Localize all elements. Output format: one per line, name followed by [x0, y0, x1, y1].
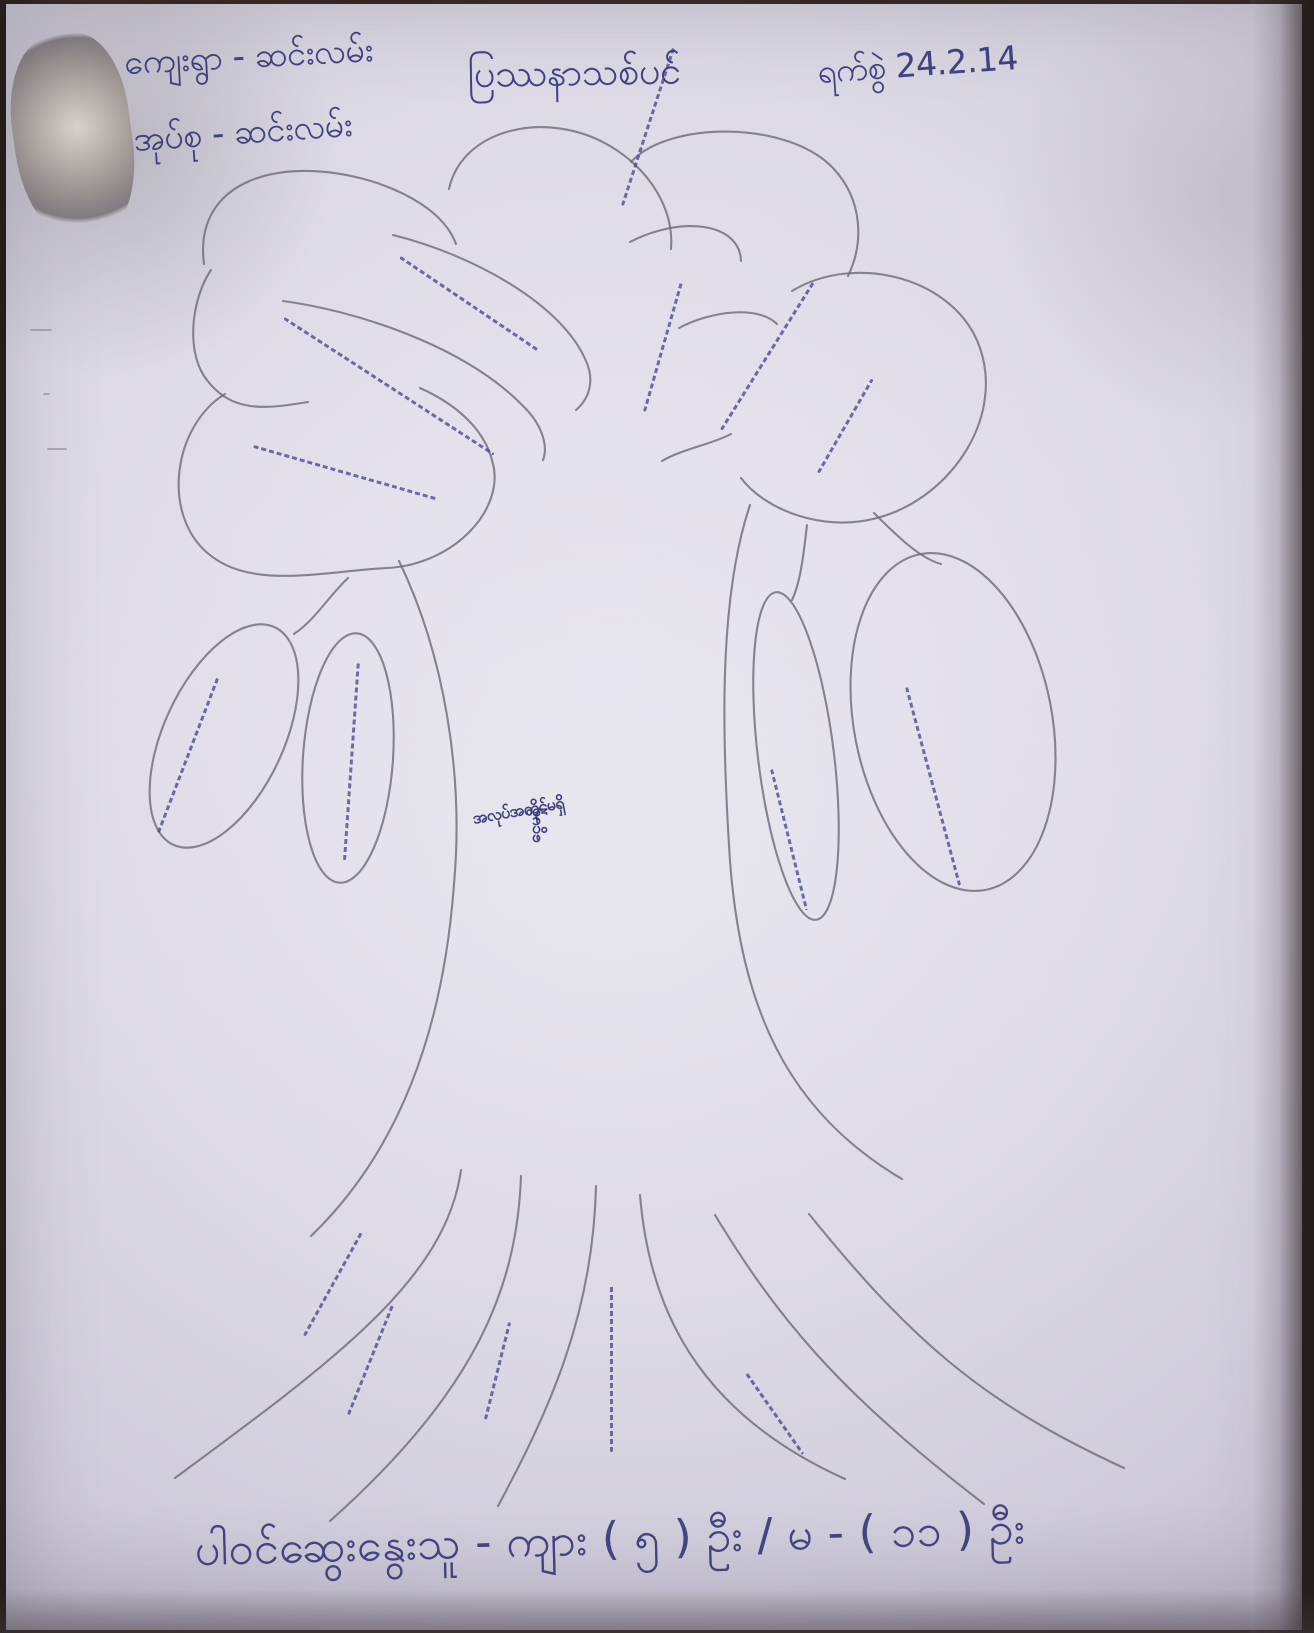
- tree-trunk: [292, 503, 943, 1238]
- tree-crown: [177, 126, 987, 577]
- tree-roots: [173, 1168, 1126, 1523]
- root-note-4: [610, 1284, 613, 1452]
- problem-tree-title: ပြဿနာသစ်ပင်: [467, 48, 681, 96]
- tree-drawing: [30, 126, 1126, 1523]
- fruit-ellipses: [148, 552, 1057, 921]
- paper-sheet: ကျေးရွာ - ဆင်းလမ်း အုပ်စု - ဆင်းလမ်း ပြဿ…: [6, 4, 1302, 1630]
- root-tick-marks: [30, 329, 67, 450]
